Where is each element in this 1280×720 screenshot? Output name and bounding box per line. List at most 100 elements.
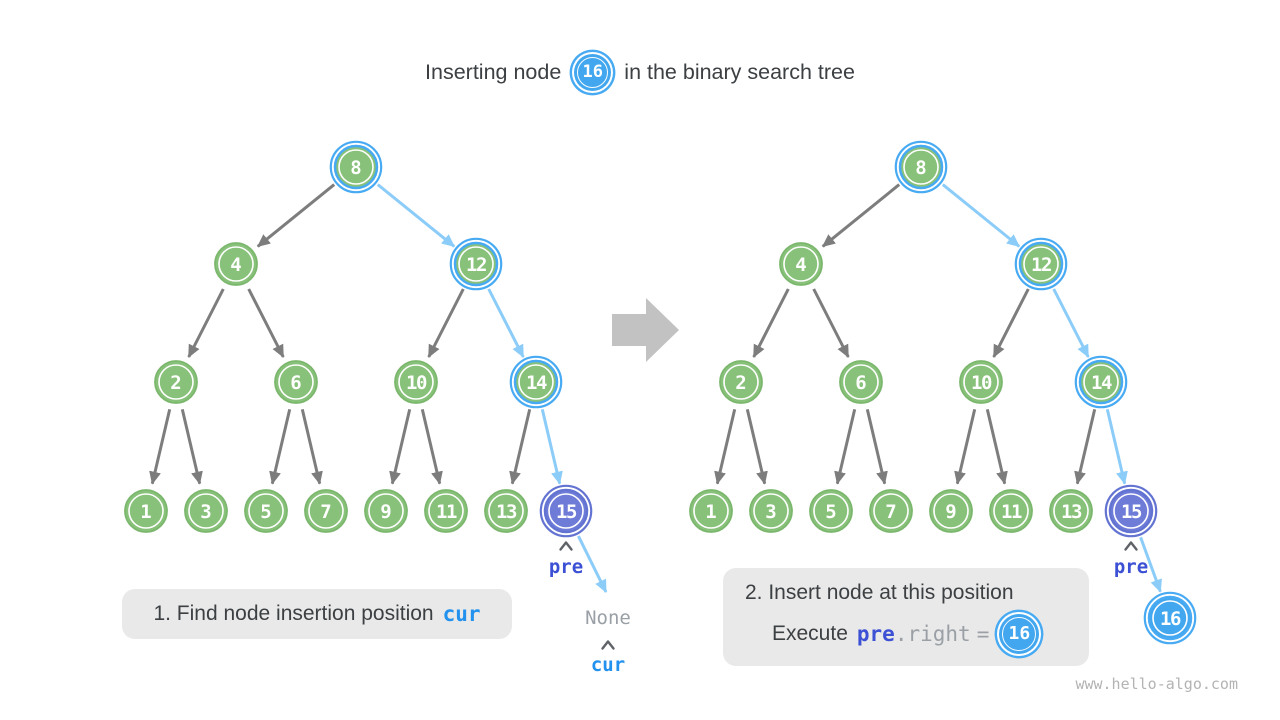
node-body (244, 489, 288, 533)
node-body (1147, 595, 1193, 641)
tree-node-15: 15 (1104, 484, 1158, 538)
label-pre: pre (549, 556, 583, 578)
tree-node-2: 2 (154, 360, 198, 404)
label-none: None (585, 607, 631, 629)
node-body (839, 360, 883, 404)
node-inner-ring (428, 493, 464, 529)
tree-node-16: 16 (1143, 591, 1197, 645)
caption-step1: 1. Find node insertion position cur (122, 589, 512, 639)
edge-6-5 (834, 408, 857, 485)
tree-node-7: 7 (869, 489, 913, 533)
node-body (184, 489, 228, 533)
tree-node-3: 3 (184, 489, 228, 533)
edge-12-14 (1052, 288, 1090, 358)
edge-6-7 (865, 408, 888, 485)
edge-10-9 (389, 408, 412, 485)
tree-node-5: 5 (244, 489, 288, 533)
node-highlight-ring (539, 484, 593, 538)
node-inner-ring (488, 493, 524, 529)
caret-up-icon (601, 640, 615, 650)
node-inner-ring (1113, 493, 1149, 529)
node-inner-ring (963, 364, 999, 400)
node-body (959, 360, 1003, 404)
node-highlight-ring (1014, 237, 1068, 291)
tree-node-3: 3 (749, 489, 793, 533)
node-inner-ring (903, 149, 939, 185)
node-body (424, 489, 468, 533)
tree-node-9: 9 (364, 489, 408, 533)
tree-node-1: 1 (124, 489, 168, 533)
edge-15-none (577, 535, 608, 593)
tree-node-11: 11 (989, 489, 1033, 533)
tree-node-8: 8 (329, 140, 383, 194)
edge-10-9 (954, 408, 977, 485)
node-value: 6 (855, 372, 866, 394)
edge-2-1 (149, 408, 172, 485)
node-inner-ring (458, 246, 494, 282)
node-inner-ring (1083, 364, 1119, 400)
node-body (364, 489, 408, 533)
tree-node-14: 14 (1074, 355, 1128, 409)
edge-6-7 (300, 408, 323, 485)
node-body (898, 144, 944, 190)
label-pre: pre (1114, 556, 1148, 578)
caption-step1-text: 1. Find node insertion position (153, 602, 434, 625)
node-highlight-ring (509, 355, 563, 409)
tree-node-4: 4 (214, 242, 258, 286)
node-value: 12 (466, 254, 486, 276)
tree-node-7: 7 (304, 489, 348, 533)
node-value: 12 (1031, 254, 1051, 276)
node-body (779, 242, 823, 286)
node-body (543, 488, 589, 534)
node-value: 14 (1091, 372, 1112, 394)
tree-node-13: 13 (484, 489, 528, 533)
node-value: 2 (170, 372, 181, 394)
node-highlight-ring (1074, 355, 1128, 409)
node-body (453, 241, 499, 287)
label-cur: cur (591, 654, 625, 676)
edge-14-13 (509, 408, 532, 485)
edge-8-12 (941, 183, 1021, 248)
node-inner-ring (1053, 493, 1089, 529)
inserted-node-badge: 16 (574, 53, 612, 91)
node-value: 4 (230, 254, 241, 276)
node-body (809, 489, 853, 533)
tree-node-13: 13 (1049, 489, 1093, 533)
node-highlight-ring (894, 140, 948, 194)
caption-step2-line2: Execute pre . right = 16 (772, 613, 1089, 654)
node-value: 11 (436, 501, 457, 523)
caption-step1-keyword-cur: cur (442, 602, 481, 626)
edge-15-16 (1139, 536, 1162, 593)
node-value: 4 (795, 254, 806, 276)
edge-2-3 (745, 408, 768, 485)
node-body (1078, 359, 1124, 405)
edge-4-2 (752, 288, 790, 358)
node-value: 9 (380, 501, 391, 523)
tree-node-9: 9 (929, 489, 973, 533)
figure-title: Inserting node 16 in the binary search t… (0, 50, 1280, 94)
node-value: 2 (735, 372, 746, 394)
caption-step2-line1: 2. Insert node at this position (745, 580, 1014, 604)
edge-4-6 (247, 288, 285, 358)
node-inner-ring (1023, 246, 1059, 282)
edge-2-1 (714, 408, 737, 485)
node-inner-ring (843, 364, 879, 400)
edge-10-11 (985, 408, 1008, 485)
node-inner-ring (753, 493, 789, 529)
tree-node-10: 10 (959, 360, 1003, 404)
edge-6-5 (269, 408, 292, 485)
node-body (124, 489, 168, 533)
node-inner-ring (813, 493, 849, 529)
tree-node-6: 6 (274, 360, 318, 404)
node-highlight-ring (1143, 591, 1197, 645)
edge-4-6 (812, 288, 850, 358)
node-body (749, 489, 793, 533)
tree-node-14: 14 (509, 355, 563, 409)
node-value: 9 (945, 501, 956, 523)
property-right: right (907, 621, 971, 646)
node-inner-ring (933, 493, 969, 529)
node-inner-ring (398, 364, 434, 400)
